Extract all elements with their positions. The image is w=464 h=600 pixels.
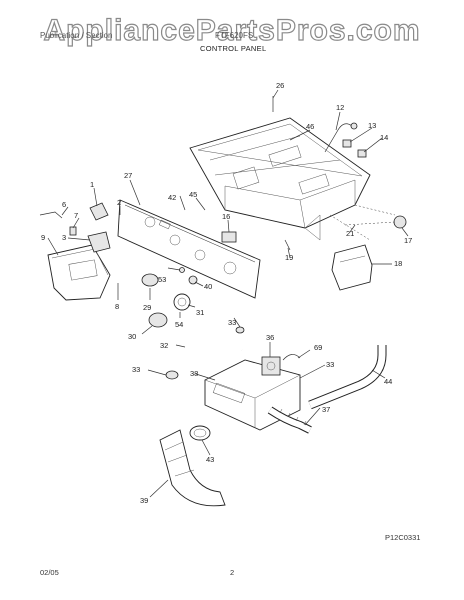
callout-45: 45 bbox=[189, 190, 197, 199]
callout-labels: 26 12 13 14 46 27 1 45 42 2 6 7 9 3 16 2… bbox=[41, 81, 412, 505]
callout-16: 16 bbox=[222, 212, 230, 221]
callout-36: 36 bbox=[266, 333, 274, 342]
diagram-code: P12C0331 bbox=[385, 533, 420, 542]
part-29-knob bbox=[141, 273, 159, 287]
callout-3: 3 bbox=[62, 233, 66, 242]
part-21-line bbox=[344, 221, 396, 226]
leader-lines bbox=[47, 89, 409, 498]
part-30-knob bbox=[148, 312, 168, 328]
part-39-bellows bbox=[159, 429, 226, 507]
callout-9: 9 bbox=[41, 233, 45, 242]
callout-42: 42 bbox=[168, 193, 176, 202]
callout-26: 26 bbox=[276, 81, 284, 90]
callout-30: 30 bbox=[128, 332, 136, 341]
callout-32: 32 bbox=[160, 341, 168, 350]
callout-1: 1 bbox=[90, 180, 94, 189]
callout-69: 69 bbox=[314, 343, 322, 352]
callout-33-top: 33 bbox=[228, 318, 236, 327]
callout-54: 54 bbox=[175, 320, 183, 329]
part-6-lever bbox=[39, 211, 63, 219]
part-16-control-board bbox=[221, 231, 237, 243]
callout-13: 13 bbox=[368, 121, 376, 130]
part-36-valve bbox=[261, 356, 281, 376]
callout-6: 6 bbox=[62, 200, 66, 209]
watermark-text: AppliancePartsPros.com bbox=[43, 14, 420, 47]
callout-21: 21 bbox=[346, 229, 354, 238]
footer-page-number: 2 bbox=[230, 568, 234, 577]
callout-31: 31 bbox=[196, 308, 204, 317]
header-publication: Publication / Section bbox=[40, 31, 113, 40]
part-33-clamp-left bbox=[165, 370, 179, 380]
part-19-connector bbox=[284, 239, 291, 251]
callout-2: 2 bbox=[117, 198, 121, 207]
part-43-seal bbox=[189, 425, 211, 441]
header-section-title: CONTROL PANEL bbox=[200, 44, 266, 53]
callout-33-left: 33 bbox=[132, 365, 140, 374]
callout-18: 18 bbox=[394, 259, 402, 268]
part-13-clip bbox=[342, 139, 352, 148]
callout-14: 14 bbox=[380, 133, 388, 142]
callout-39: 39 bbox=[140, 496, 148, 505]
part-31-knob-ring bbox=[173, 293, 191, 311]
callout-8: 8 bbox=[115, 302, 119, 311]
part-17-fitting bbox=[393, 215, 407, 229]
part-14-clip bbox=[357, 149, 367, 158]
console-frame-assembly bbox=[189, 117, 396, 241]
part-69-wire bbox=[282, 354, 301, 361]
callout-44: 44 bbox=[384, 377, 392, 386]
callout-27: 27 bbox=[124, 171, 132, 180]
part-1-bracket bbox=[89, 202, 109, 221]
dispenser-drawer bbox=[47, 231, 111, 301]
callout-12: 12 bbox=[336, 103, 344, 112]
part-40-spring bbox=[188, 275, 198, 285]
callout-53: 53 bbox=[158, 275, 166, 284]
callout-33-right: 33 bbox=[326, 360, 334, 369]
part-12-sensor bbox=[324, 122, 358, 153]
callout-29: 29 bbox=[143, 303, 151, 312]
part-53-screw bbox=[179, 267, 185, 273]
callout-40: 40 bbox=[204, 282, 212, 291]
callout-43: 43 bbox=[206, 455, 214, 464]
header-model: FTF620FS bbox=[215, 31, 253, 40]
callout-17: 17 bbox=[404, 236, 412, 245]
callout-46: 46 bbox=[306, 122, 314, 131]
callout-38: 38 bbox=[190, 369, 198, 378]
footer-date: 02/05 bbox=[40, 568, 59, 577]
callout-7: 7 bbox=[74, 211, 78, 220]
front-control-panel bbox=[117, 199, 261, 299]
callout-37: 37 bbox=[322, 405, 330, 414]
part-7-clip bbox=[69, 226, 77, 236]
part-18-module bbox=[331, 244, 373, 291]
part-33-clamp-top bbox=[235, 326, 245, 334]
callout-19: 19 bbox=[285, 253, 293, 262]
